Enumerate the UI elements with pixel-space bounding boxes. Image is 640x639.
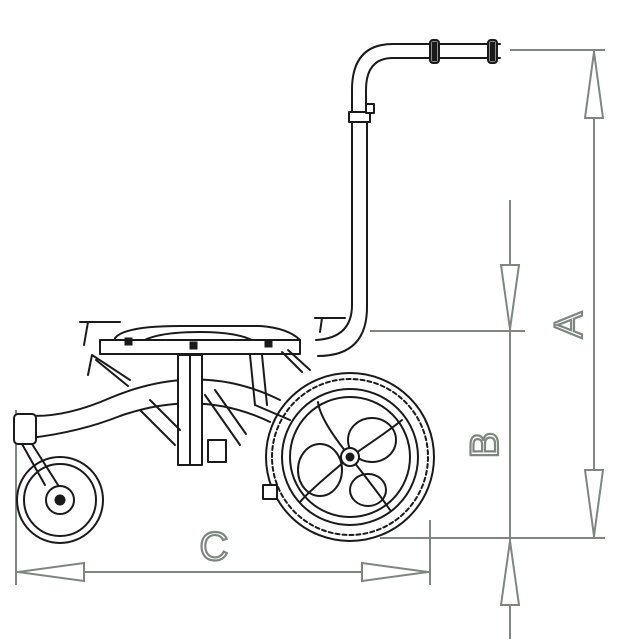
rear-wheel (262, 372, 435, 542)
dimension-b-arrow-bottom (499, 540, 521, 606)
seat-bolt-left-icon (124, 337, 133, 346)
dimension-c-label: C (200, 525, 229, 569)
frame (13, 354, 291, 466)
dimension-a: A (510, 49, 605, 539)
dimension-b-label: B (463, 432, 507, 459)
dimension-c-arrow-left (17, 561, 85, 583)
dimension-c: C (15, 410, 431, 585)
brake-lever-right-icon (281, 349, 311, 373)
handle-clamp (348, 111, 371, 123)
dimension-a-arrow-bottom (583, 469, 605, 537)
dimension-c-arrow-right (361, 561, 429, 583)
dimension-a-label: A (547, 311, 591, 338)
seat-bolt-right-icon (264, 339, 273, 348)
dimension-a-arrow-top (583, 51, 605, 119)
dimension-b: B (370, 200, 525, 639)
seat-assembly (79, 317, 346, 387)
seat-bolt-center-icon (189, 341, 198, 350)
push-handle (315, 39, 501, 357)
brake-lever-left-icon (87, 354, 131, 387)
front-caster-wheel (16, 443, 104, 544)
dimension-b-arrow-top (499, 264, 521, 330)
